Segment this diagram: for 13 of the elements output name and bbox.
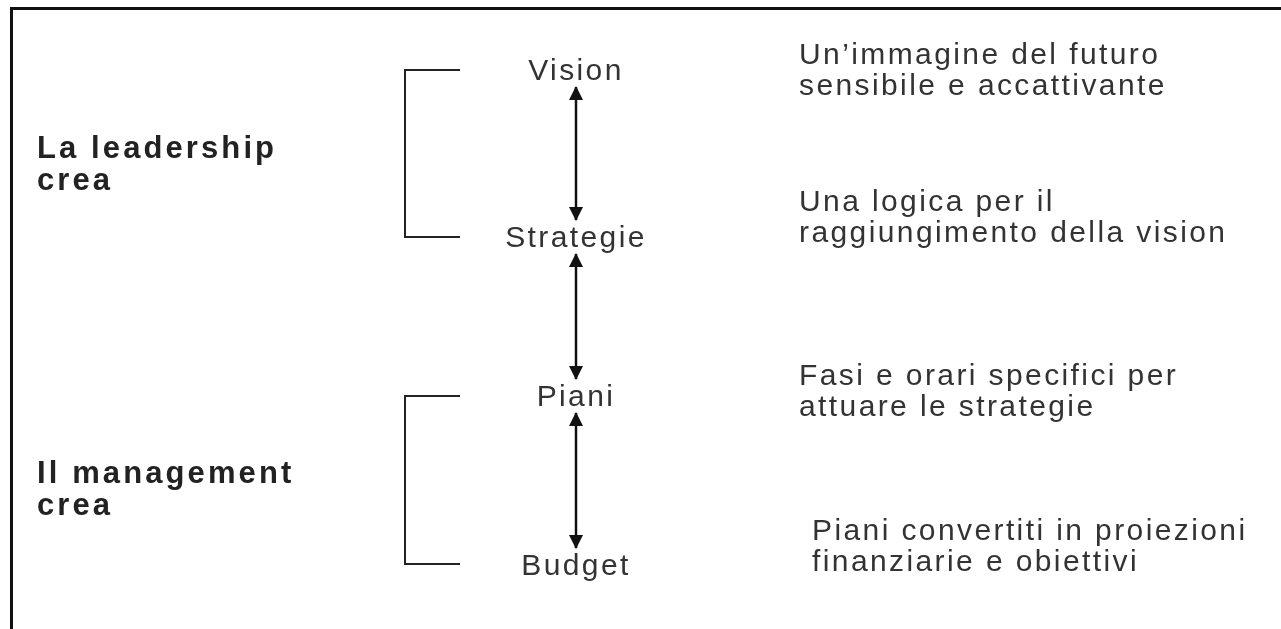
group-label: Il management crea — [37, 457, 296, 521]
node-label: Budget — [521, 549, 631, 581]
node-label: Piani — [536, 380, 616, 412]
description-text: Una logica per il raggiungimento della vision — [799, 185, 1229, 247]
node-label: Strategie — [505, 221, 647, 253]
double-arrow — [569, 253, 583, 380]
description-text: Un’immagine del futuro sensibile e accattivante — [799, 38, 1168, 100]
node-label: Vision — [528, 54, 624, 86]
double-arrow — [569, 412, 583, 549]
description-text: Fasi e orari specifici per attuare le strategie — [799, 359, 1180, 421]
group-label: La leadership crea — [37, 132, 279, 196]
double-arrow — [569, 86, 583, 221]
description-text: Piani convertiti in proiezioni finanziarie e obiettivi — [812, 514, 1249, 576]
